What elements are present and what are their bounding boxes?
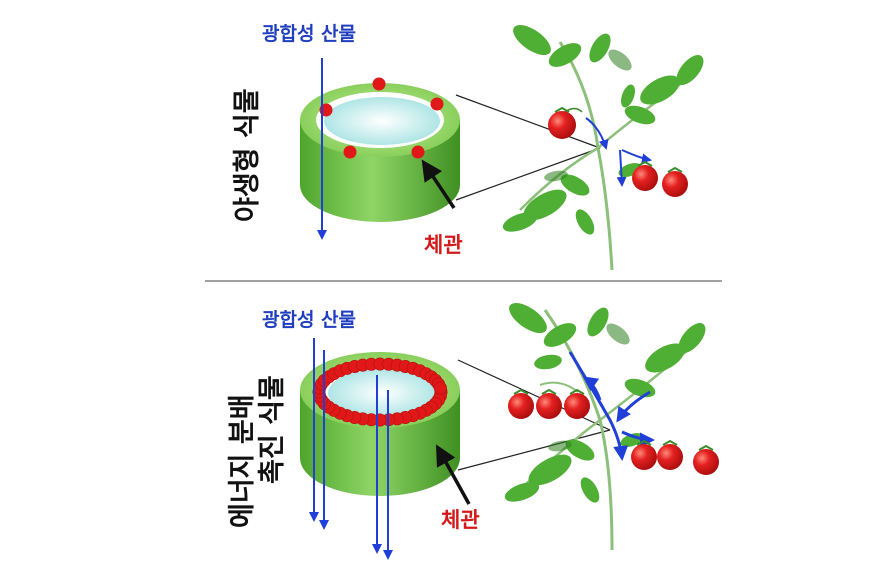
top-product-label: 광합성 산물 xyxy=(262,23,356,45)
top-stem-cylinder xyxy=(300,83,460,222)
tomato-fruit xyxy=(693,449,719,475)
tomato-fruit xyxy=(631,444,657,470)
bottom-side-label-line2: 촉진 식물 xyxy=(257,375,288,484)
top-tomato-plant xyxy=(502,24,704,271)
top-phloem-pointer-arrow xyxy=(421,159,456,209)
bottom-product-flow-arrows xyxy=(309,338,393,560)
tomato-fruit xyxy=(508,393,534,419)
top-phloem-label: 체관 xyxy=(424,233,463,257)
tomato-fruit xyxy=(548,111,576,139)
tomato-fruit xyxy=(632,165,658,191)
bottom-phloem-label: 체관 xyxy=(441,508,480,532)
bottom-phloem-pointer-arrow xyxy=(435,444,471,505)
phloem-dot xyxy=(433,381,447,395)
bottom-panel: 에너지 분배 촉진 식물 광합성 산물 체관 xyxy=(227,302,719,560)
bottom-zoom-line xyxy=(457,429,611,471)
top-side-label: 야생형 식물 xyxy=(232,88,263,222)
top-zoom-line xyxy=(455,147,601,201)
tomato-fruit xyxy=(536,393,562,419)
bottom-tomato-plant xyxy=(504,302,719,551)
tomato-fruit xyxy=(564,393,590,419)
top-panel: 야생형 식물 광합성 산물 체관 xyxy=(232,23,704,271)
bottom-side-label-line1: 에너지 분배 xyxy=(227,394,258,528)
top-zoom-line xyxy=(455,94,601,149)
tomato-fruit xyxy=(657,444,683,470)
top-phloem-dots xyxy=(319,77,444,159)
bottom-zoom-line xyxy=(457,359,611,431)
bottom-phloem-ring xyxy=(312,357,448,427)
tomato-fruit xyxy=(662,171,688,197)
bottom-product-label: 광합성 산물 xyxy=(262,309,356,331)
